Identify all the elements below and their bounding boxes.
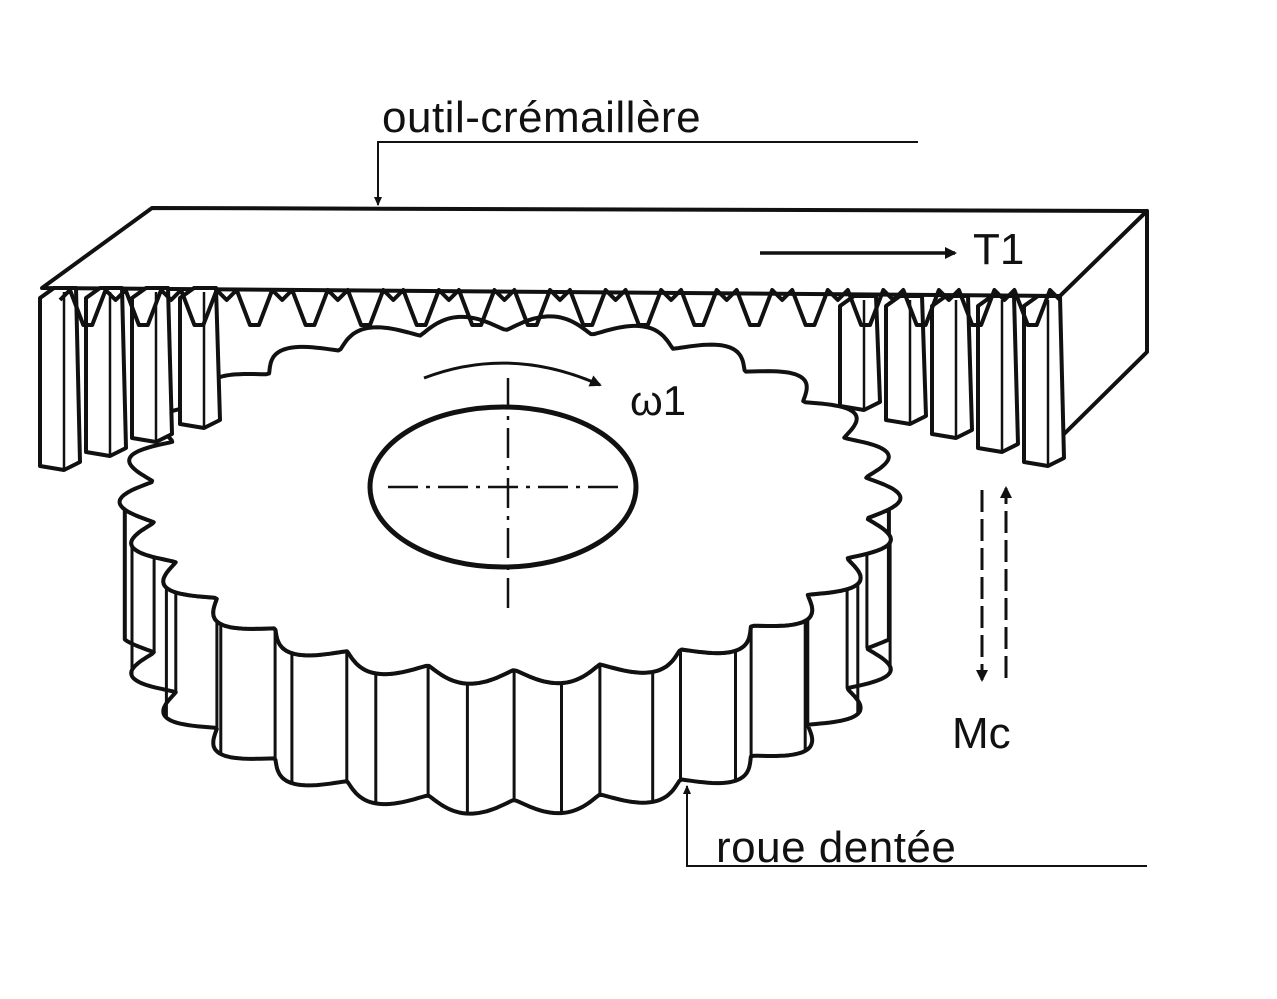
gear-side-faces: [122, 507, 893, 816]
rack-tooth: [930, 294, 974, 440]
leader-lines: [374, 141, 1147, 867]
feed-label: T1: [973, 225, 1025, 274]
rack-tooth: [178, 286, 222, 430]
rack-tool: [38, 206, 1149, 472]
rotation-arrow: [423, 361, 602, 387]
cutting-motion-label: Mc: [952, 709, 1011, 758]
rack-tooth: [884, 294, 928, 426]
rack-tooth: [84, 286, 128, 458]
rack-leader: [374, 141, 918, 206]
rotation-label: ω1: [630, 377, 687, 424]
gear-wheel-label: roue dentée: [716, 823, 957, 872]
rack-tool-label: outil-crémaillère: [382, 93, 702, 142]
rack-tooth: [38, 286, 82, 472]
rack-back-teeth: [58, 288, 1062, 327]
gear-wheel: [117, 314, 903, 816]
rack-teeth-right: [838, 294, 1066, 468]
wheel-leader: [683, 785, 1147, 867]
rack-tooth: [1022, 294, 1066, 468]
rack-teeth-left: [38, 286, 222, 472]
cutting-motion-arrows: [976, 486, 1012, 682]
